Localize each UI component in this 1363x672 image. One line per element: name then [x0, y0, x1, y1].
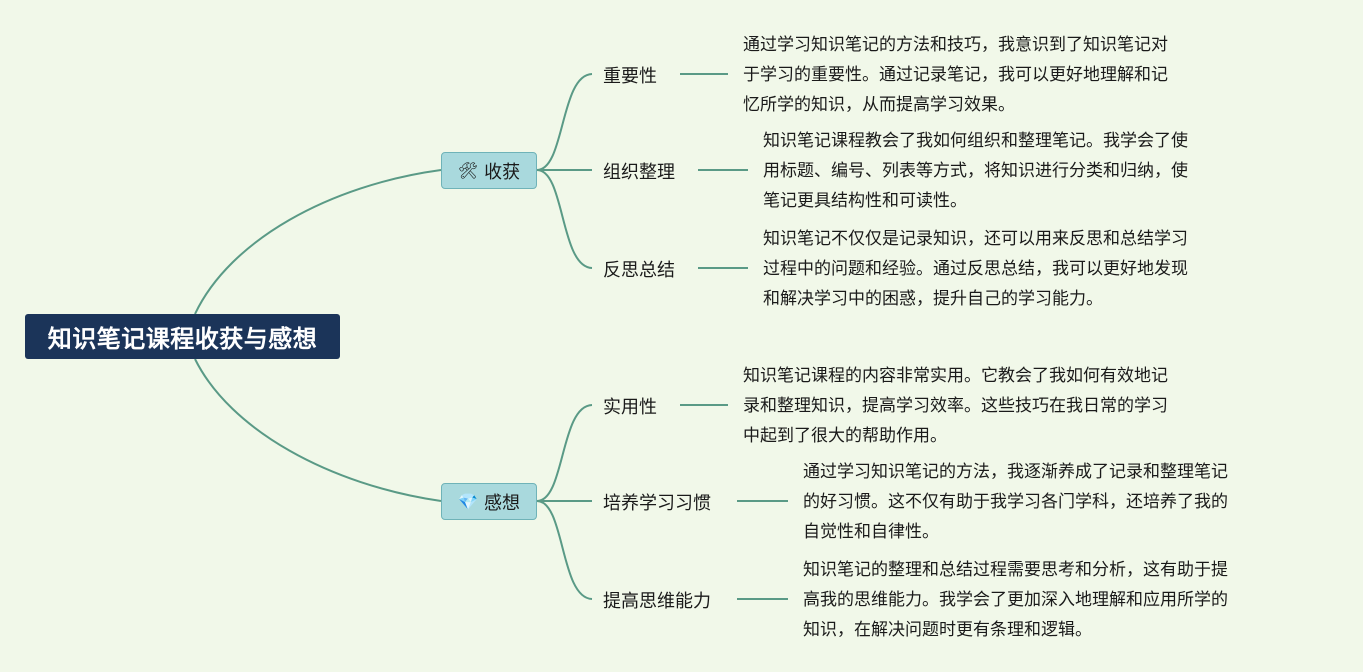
detail-line: 知识，在解决问题时更有条理和逻辑。 — [803, 620, 1092, 640]
detail-line: 于学习的重要性。通过记录笔记，我可以更好地理解和记 — [743, 65, 1168, 85]
detail-habit[interactable]: 通过学习知识笔记的方法，我逐渐养成了记录和整理笔记 的好习惯。这不仅有助于我学习… — [803, 457, 1228, 547]
topic-thoughts-label: 感想 — [483, 492, 520, 514]
root-to-harvest-line — [194, 169, 442, 315]
detail-organize[interactable]: 知识笔记课程教会了我如何组织和整理笔记。我学会了使 用标题、编号、列表等方式，将… — [763, 126, 1188, 216]
detail-line: 知识笔记的整理和总结过程需要思考和分析，这有助于提 — [803, 560, 1228, 580]
detail-reflect[interactable]: 知识笔记不仅仅是记录知识，还可以用来反思和总结学习 过程中的问题和经验。通过反思… — [763, 224, 1188, 314]
subtopic-organize[interactable]: 组织整理 — [603, 162, 675, 183]
subtopic-thinking[interactable]: 提高思维能力 — [603, 591, 711, 612]
thoughts-to-thinking-line — [536, 500, 593, 600]
subtopic-reflect[interactable]: 反思总结 — [603, 260, 675, 281]
topic-harvest[interactable]: 🛠 收获 — [441, 152, 537, 189]
detail-line: 高我的思维能力。我学会了更加深入地理解和应用所学的 — [803, 590, 1228, 610]
detail-line: 中起到了很大的帮助作用。 — [743, 426, 947, 446]
subtopic-habit[interactable]: 培养学习习惯 — [603, 493, 711, 514]
detail-line: 录和整理知识，提高学习效率。这些技巧在我日常的学习 — [743, 396, 1168, 416]
detail-importance[interactable]: 通过学习知识笔记的方法和技巧，我意识到了知识笔记对 于学习的重要性。通过记录笔记… — [743, 30, 1168, 120]
detail-line: 的好习惯。这不仅有助于我学习各门学科，还培养了我的 — [803, 492, 1228, 512]
harvest-to-importance-line — [536, 73, 593, 171]
detail-line: 用标题、编号、列表等方式，将知识进行分类和归纳，使 — [763, 161, 1188, 181]
detail-line: 通过学习知识笔记的方法，我逐渐养成了记录和整理笔记 — [803, 462, 1228, 482]
detail-line: 知识笔记课程的内容非常实用。它教会了我如何有效地记 — [743, 366, 1168, 386]
gem-icon: 💎 — [458, 492, 478, 511]
hammer-wrench-icon: 🛠 — [457, 161, 479, 180]
topic-thoughts[interactable]: 💎 感想 — [441, 483, 537, 520]
harvest-to-reflect-line — [536, 169, 593, 269]
topic-harvest-label: 收获 — [484, 161, 521, 183]
detail-line: 自觉性和自律性。 — [803, 522, 939, 542]
detail-practical[interactable]: 知识笔记课程的内容非常实用。它教会了我如何有效地记 录和整理知识，提高学习效率。… — [743, 361, 1168, 451]
detail-line: 知识笔记课程教会了我如何组织和整理笔记。我学会了使 — [763, 131, 1188, 151]
root-topic[interactable]: 知识笔记课程收获与感想 — [25, 314, 340, 359]
thoughts-to-practical-line — [536, 404, 593, 502]
detail-line: 忆所学的知识，从而提高学习效果。 — [743, 95, 1015, 115]
subtopic-importance[interactable]: 重要性 — [603, 66, 657, 87]
detail-thinking[interactable]: 知识笔记的整理和总结过程需要思考和分析，这有助于提 高我的思维能力。我学会了更加… — [803, 555, 1228, 645]
root-title: 知识笔记课程收获与感想 — [47, 325, 318, 353]
root-to-thoughts-line — [194, 358, 442, 502]
subtopic-practical[interactable]: 实用性 — [603, 397, 657, 418]
detail-line: 过程中的问题和经验。通过反思总结，我可以更好地发现 — [763, 259, 1188, 279]
detail-line: 和解决学习中的困惑，提升自己的学习能力。 — [763, 289, 1103, 309]
detail-line: 笔记更具结构性和可读性。 — [763, 191, 967, 211]
detail-line: 通过学习知识笔记的方法和技巧，我意识到了知识笔记对 — [743, 35, 1168, 55]
detail-line: 知识笔记不仅仅是记录知识，还可以用来反思和总结学习 — [763, 229, 1188, 249]
